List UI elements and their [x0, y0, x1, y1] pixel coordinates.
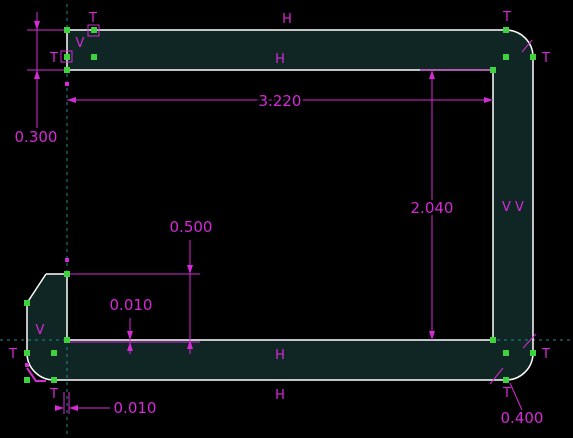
vertex-handle[interactable]: [24, 377, 30, 383]
profile-outline[interactable]: [26, 29, 534, 381]
constraint-horizontal-bottom-outer: H: [275, 388, 285, 403]
constraint-arrow-left: [26, 367, 46, 382]
outer-bottom-right-arc[interactable]: [505, 352, 534, 381]
vertex-handle[interactable]: [530, 54, 536, 60]
dim-step-height[interactable]: 0.500: [170, 218, 213, 236]
vertex-handle[interactable]: [64, 337, 70, 343]
vertex-handle[interactable]: [51, 377, 57, 383]
vertex-handle[interactable]: [490, 337, 496, 343]
vertex-handle[interactable]: [503, 54, 509, 60]
vertex-handle[interactable]: [530, 350, 536, 356]
dim-top-thickness[interactable]: 0.300: [15, 128, 58, 146]
outer-bottom-left-arc[interactable]: [26, 352, 55, 381]
vertex-handle[interactable]: [91, 27, 97, 33]
dim-bottom-left-gap[interactable]: 0.010: [114, 399, 157, 417]
constraint-tangent-left-lower: T: [8, 347, 17, 362]
dim-right-height[interactable]: 2.040: [408, 197, 456, 220]
dim-bottom-offset[interactable]: 0.010: [110, 296, 153, 314]
constraint-horizontal-top-inner: H: [275, 52, 285, 67]
vertex-handles[interactable]: [24, 27, 536, 383]
vertex-handle[interactable]: [64, 271, 70, 277]
constraint-symbols: H H H H V V V V T T T T T T T T: [8, 10, 550, 403]
outer-top-right-arc[interactable]: [505, 29, 534, 58]
point-markers: [25, 82, 69, 367]
constraint-tangent-right-upper: T: [541, 51, 550, 66]
vertex-handle[interactable]: [64, 27, 70, 33]
constraint-vertical-right: V V: [502, 200, 524, 215]
dim-corner-radius[interactable]: 0.400: [501, 409, 544, 427]
constraint-horizontal-top-outer: H: [282, 12, 292, 27]
constraint-horizontal-bottom-inner: H: [275, 348, 285, 363]
constraint-tangent-bottom-right: T: [502, 386, 511, 401]
vertex-handle[interactable]: [490, 67, 496, 73]
dimension-lines: [27, 12, 537, 414]
vertex-handle[interactable]: [51, 350, 57, 356]
vertex-handle[interactable]: [503, 350, 509, 356]
constraint-box-top-left: [87, 24, 100, 37]
constraint-tangent-top-left: T: [88, 11, 97, 26]
profile-fill: [27, 30, 533, 380]
vertex-handle[interactable]: [24, 300, 30, 306]
constraint-tangent-left-upper: T: [49, 51, 58, 66]
constraint-box-left: [60, 50, 73, 63]
vertex-handle[interactable]: [503, 27, 509, 33]
vertex-handle[interactable]: [503, 377, 509, 383]
constraint-tangent-bottom-left: T: [49, 387, 58, 402]
constraint-tangent-right-lower: T: [541, 347, 550, 362]
chamfer-edge[interactable]: [26, 273, 47, 304]
vertex-handle[interactable]: [91, 54, 97, 60]
vertex-handle[interactable]: [24, 350, 30, 356]
vertex-handle[interactable]: [64, 54, 70, 60]
constraint-vertical-top-left: V: [76, 36, 85, 51]
dim-top-width[interactable]: 3.220: [256, 90, 304, 113]
constraint-tangent-top-right: T: [502, 10, 511, 25]
constraint-vertical-left: V: [36, 323, 45, 338]
vertex-handle[interactable]: [64, 67, 70, 73]
